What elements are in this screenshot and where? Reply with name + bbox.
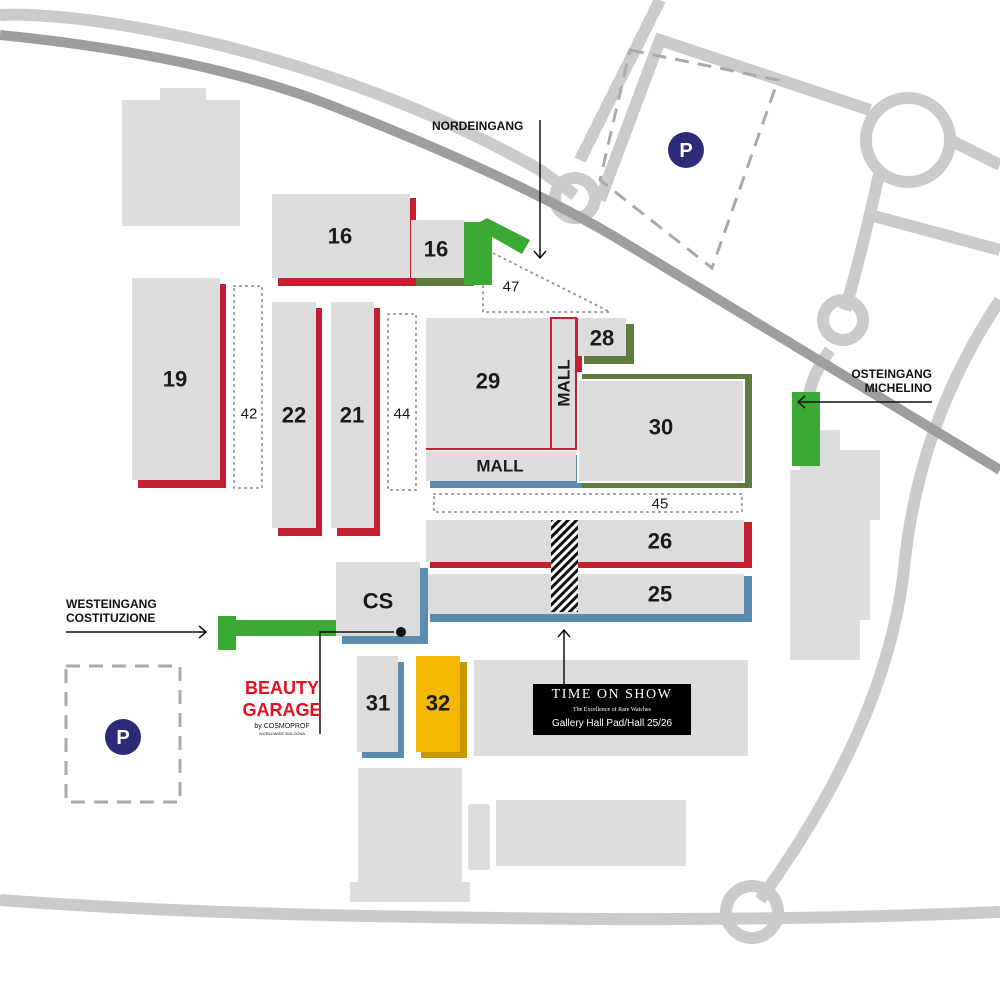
hall-29[interactable]: 29	[426, 318, 576, 450]
hall-label: 32	[426, 691, 450, 716]
hall-22[interactable]: 22	[272, 302, 322, 536]
mall-horizontal[interactable]: MALL	[426, 451, 582, 488]
entrance-label: NORDEINGANG	[432, 119, 523, 133]
hall-16-main[interactable]: 16	[272, 194, 416, 286]
parking-label: P	[679, 140, 692, 162]
outdoor-area-44[interactable]: 44	[387, 313, 417, 491]
parking-icon	[668, 132, 704, 168]
hall-label: 31	[366, 691, 390, 716]
cosmoprof-logo: by COSMOPROF	[254, 723, 309, 730]
area-label: 45	[652, 496, 669, 513]
other-buildings	[122, 88, 880, 902]
hall-label: 21	[340, 403, 364, 428]
hall-label: 22	[282, 403, 306, 428]
hall-label: 19	[163, 367, 187, 392]
hall-26[interactable]: 26	[426, 520, 752, 568]
mall-vertical[interactable]: MALL	[550, 317, 582, 450]
west-entrance[interactable]	[218, 616, 336, 650]
west-entrance-marker[interactable]: WESTEINGANG COSTITUZIONE	[66, 597, 208, 639]
hall-25[interactable]: 25	[426, 574, 752, 622]
mall-label: MALL	[555, 359, 574, 406]
ost-entrance-marker[interactable]: OSTEINGANG MICHELINO	[796, 367, 932, 409]
parking-west[interactable]: P	[64, 664, 182, 804]
hall-31[interactable]: 31	[357, 656, 404, 758]
beauty-garage-logo: BEAUTY	[245, 678, 319, 698]
parking-label: P	[116, 727, 129, 749]
outdoor-area-47[interactable]: 47	[482, 246, 611, 313]
entrance-label: COSTITUZIONE	[66, 611, 155, 625]
area-label: 44	[394, 406, 411, 423]
hall-label: 26	[648, 529, 672, 554]
nord-entrance-marker[interactable]: NORDEINGANG	[432, 119, 547, 260]
hall-label: 29	[476, 369, 500, 394]
mall-label: MALL	[476, 457, 523, 476]
hall-32[interactable]: 32	[416, 656, 467, 758]
beauty-garage-marker[interactable]: BEAUTY GARAGE by COSMOPROF WORLDWIDE BOL…	[242, 627, 406, 736]
ost-entrance[interactable]	[792, 392, 820, 466]
hall-label: 28	[590, 326, 614, 351]
gallery-hall-pad[interactable]	[551, 520, 578, 612]
outdoor-area-45[interactable]: 45	[433, 493, 743, 513]
hall-30[interactable]: 30	[577, 374, 752, 488]
hall-label: 30	[649, 415, 673, 440]
time-on-show-marker[interactable]: TIME ON SHOW The Excellence of Rare Watc…	[533, 628, 691, 735]
parking-north[interactable]: P	[598, 48, 780, 271]
hall-label: 25	[648, 582, 672, 607]
hall-label: CS	[363, 589, 394, 614]
entrance-label: WESTEINGANG	[66, 597, 157, 611]
hall-28[interactable]: 28	[578, 318, 634, 364]
time-on-show-title: TIME ON SHOW	[552, 687, 673, 702]
time-on-show-subtitle: The Excellence of Rare Watches	[573, 706, 652, 713]
parking-icon	[105, 719, 141, 755]
area-label: 42	[241, 406, 258, 423]
hall-21[interactable]: 21	[331, 302, 380, 536]
hall-label: 16	[424, 237, 448, 262]
entrance-label: OSTEINGANG	[851, 367, 932, 381]
area-label: 47	[503, 279, 520, 296]
cosmoprof-sub: WORLDWIDE BOLOGNA	[259, 731, 306, 736]
railway	[0, 30, 1000, 475]
hall-label: 16	[328, 224, 352, 249]
entrance-label: MICHELINO	[865, 381, 932, 395]
nord-entrance-path[interactable]	[464, 218, 530, 285]
time-on-show-location: Gallery Hall Pad/Hall 25/26	[552, 718, 672, 729]
hall-19[interactable]: 19	[132, 278, 226, 488]
outdoor-area-42[interactable]: 42	[233, 285, 263, 489]
beauty-garage-logo: GARAGE	[242, 700, 321, 720]
